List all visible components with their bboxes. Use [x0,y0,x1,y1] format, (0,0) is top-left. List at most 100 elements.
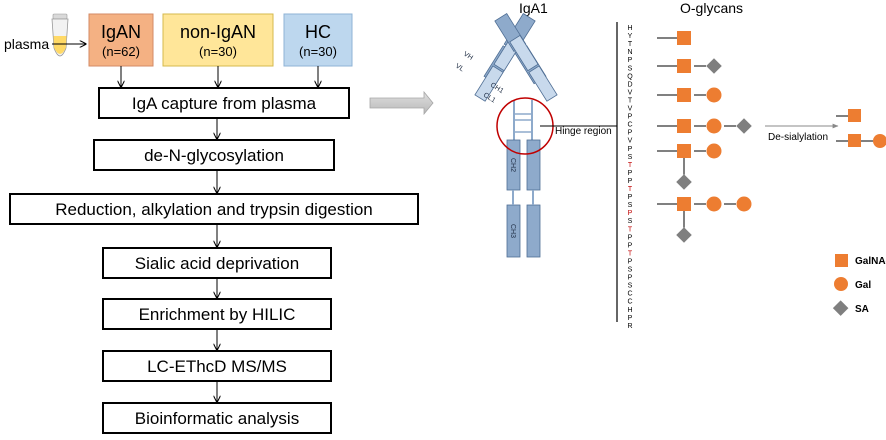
sequence-residue: P [628,275,633,282]
workflow-step-1: IgA capture from plasma [98,87,350,139]
workflow-step-label: Enrichment by HILIC [139,305,296,324]
cl1-label: CL1 [482,92,497,105]
sequence-residue: H [627,307,632,314]
sequence-residue: D [627,81,632,88]
sequence-residue: S [628,202,633,209]
sequence-residue: C [627,122,632,129]
sa-diamond-icon [706,58,722,74]
group-box-2: non-IgAN (n=30) [162,13,274,87]
workflow-step-label: de-N-glycosylation [144,146,284,165]
sequence-residue: P [628,146,633,153]
sequence-residue: P [628,178,633,185]
workflow-step-label: Reduction, alkylation and trypsin digest… [55,200,373,219]
ch3-label: CH3 [509,224,516,238]
group-count: (n=30) [199,44,237,59]
sequence-residue: C [627,299,632,306]
sequence-residue: V [628,89,633,96]
cl1-left-domain [474,65,504,102]
workflow-step-7: Bioinformatic analysis [102,402,332,434]
ch3-right-domain [526,204,541,258]
sequence-residue: V [628,106,633,113]
workflow-step-label: IgA capture from plasma [132,94,317,113]
sa-legend-icon [832,300,849,316]
group-name: IgAN [101,22,141,42]
sequence-residue: S [628,154,633,161]
sequence-residue: P [628,315,633,322]
workflow-step-5: Enrichment by HILIC [102,298,332,350]
igA1-antibody: VH VL CH1 CL1 CH2 CH3 [454,12,558,258]
sequence-residue: P [628,234,633,241]
ch2-label: CH2 [509,158,516,172]
galnac-square-icon [848,109,861,122]
legend-galnac-label: GalNAc [855,256,886,267]
group-count: (n=62) [102,44,140,59]
o-glycan-structures [657,31,752,243]
sequence-residue: S [628,283,633,290]
workflow-step-2: de-N-glycosylation [93,139,335,193]
gal-circle-icon [706,196,722,212]
vl-right-domain [509,34,539,72]
gal-circle-icon [706,118,722,134]
gal-circle-icon [736,196,752,212]
transition-arrow [369,90,434,116]
workflow-step-3: Reduction, alkylation and trypsin digest… [9,193,419,247]
sequence-residue: P [628,210,633,217]
group-box-1: IgAN (n=62) [88,13,154,87]
glycan-legend: GalNAc Gal SA [832,254,886,316]
sequence-residue: T [628,97,633,104]
galnac-square-icon [677,197,691,211]
sequence-residue: P [628,242,633,249]
group-count: (n=30) [299,44,337,59]
gal-legend-icon [834,277,848,291]
sequence-residue: P [628,130,633,137]
sequence-residue: S [628,65,633,72]
ch2-right-domain [526,139,541,191]
sequence-residue: V [628,138,633,145]
galnac-square-icon [677,31,691,45]
sequence-residue: P [628,57,633,64]
workflow-steps: IgA capture from plasma de-N-glycosylatio… [9,87,419,434]
sa-diamond-icon [736,118,752,134]
sequence-residue: H [627,25,632,32]
desialylation-label: De-sialylation [768,132,828,143]
cl1-right-domain [528,65,558,102]
sequence-residue: T [628,162,633,169]
igA1-title: IgA1 [519,0,548,16]
sequence-residue: S [628,218,633,225]
group-name: non-IgAN [180,22,256,42]
hinge-region-label: Hinge region [555,126,612,137]
gal-circle-icon [873,134,886,148]
gal-circle-icon [706,143,722,159]
gal-circle-icon [706,87,722,103]
sequence-residue: Q [627,73,633,80]
sequence-residue: P [628,170,633,177]
galnac-square-icon [677,88,691,102]
workflow-step-label: Sialic acid deprivation [135,254,299,273]
sequence-residue: C [627,291,632,298]
desialylated-glycans [836,109,886,148]
sequence-residue: P [628,194,633,201]
galnac-legend-icon [835,254,848,267]
sequence-residue: T [628,186,633,193]
workflow-step-6: LC-EThcD MS/MS [102,350,332,402]
sample-groups: IgAN (n=62) non-IgAN (n=30) HC (n=30) [88,13,353,87]
workflow-step-label: LC-EThcD MS/MS [147,357,287,376]
vh-label: VH [462,51,474,62]
sequence-residue: Y [628,33,633,40]
sequence-residue: T [628,250,633,257]
galnac-square-icon [677,59,691,73]
sequence-residue: S [628,267,633,274]
galnac-square-icon [677,119,691,133]
vl-label: VL [454,63,465,74]
sa-diamond-icon [676,174,692,190]
o-glycans-title: O-glycans [680,0,743,16]
ch1-label: CH1 [489,82,505,95]
galnac-square-icon [677,144,691,158]
sample-tube-icon [51,13,69,57]
group-name: HC [305,22,331,42]
sequence-residue: R [627,323,632,330]
workflow-step-label: Bioinformatic analysis [135,409,299,428]
sa-diamond-icon [676,227,692,243]
group-box-3: HC (n=30) [283,13,353,87]
